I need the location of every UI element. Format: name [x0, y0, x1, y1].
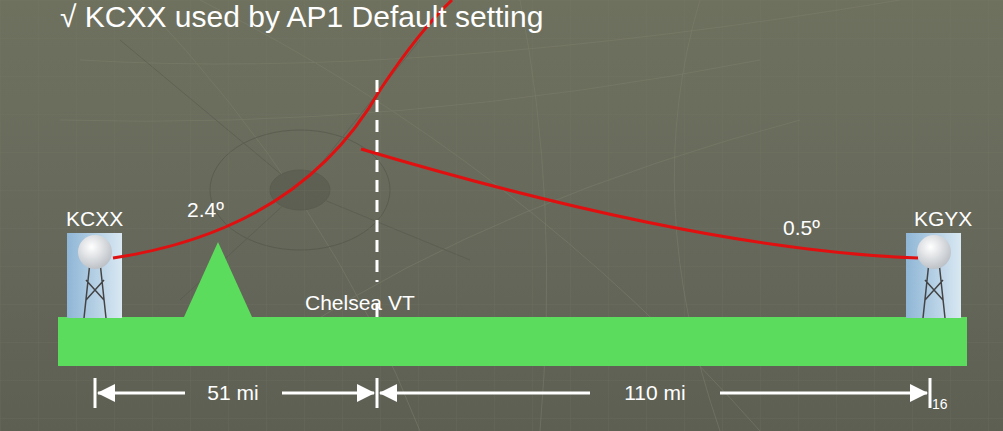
location-name: Chelsea VT — [305, 291, 415, 314]
ground — [58, 317, 967, 366]
distance-label: 51 mi — [207, 381, 258, 404]
radar-tower — [906, 233, 961, 318]
radar-tower — [67, 233, 122, 318]
mountain — [184, 242, 252, 317]
slide-number: 16 — [932, 397, 948, 412]
elevation-angle: 2.4º — [187, 198, 224, 221]
radar-beam — [113, 0, 452, 258]
radar-name: KCXX — [66, 207, 123, 230]
radar-name: KGYX — [914, 207, 972, 230]
slide-title: √ KCXX used by AP1 Default setting — [60, 0, 543, 33]
radar-beam — [361, 149, 918, 258]
distance-label: 110 mi — [624, 381, 685, 404]
location-line — [376, 80, 379, 282]
elevation-angle: 0.5º — [783, 216, 820, 239]
dimension-arrows — [95, 378, 930, 408]
